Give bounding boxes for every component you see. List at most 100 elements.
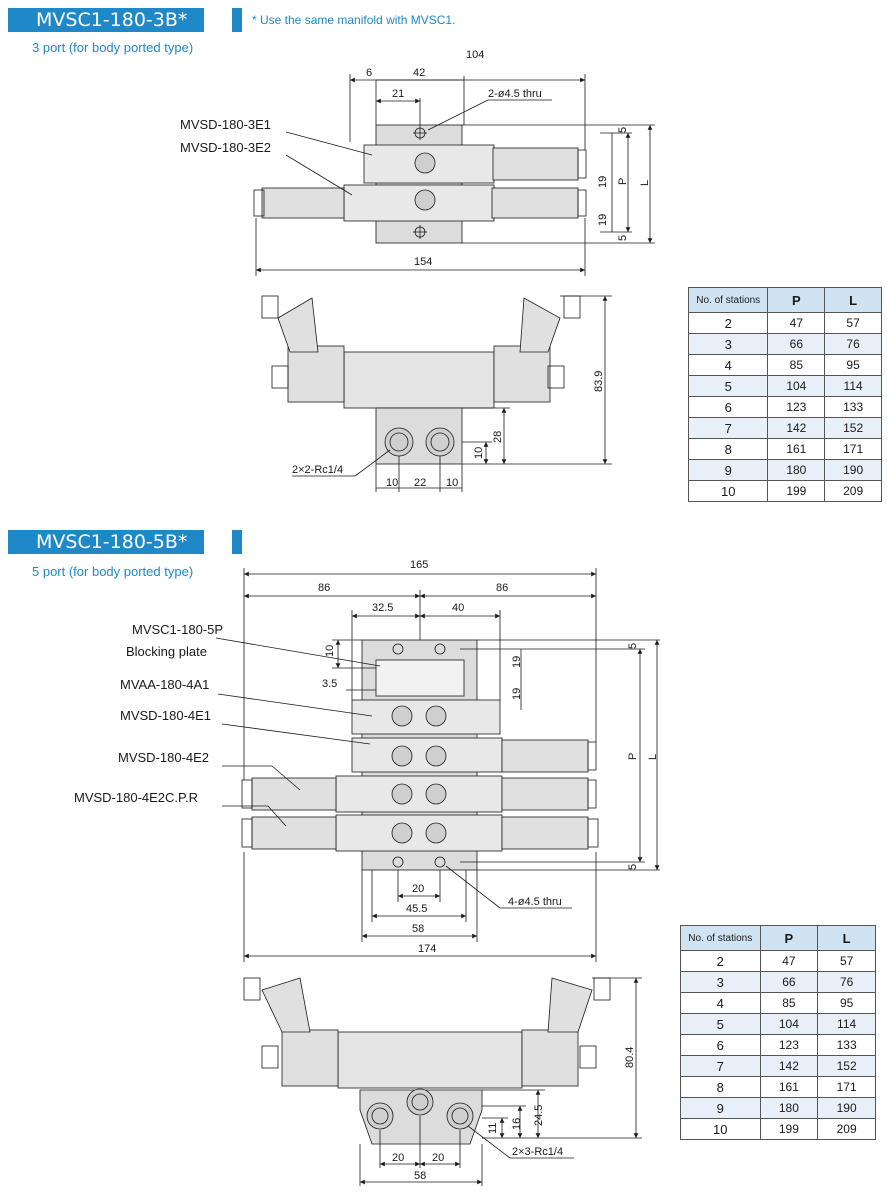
cell-stations: 4 [680,992,761,1014]
s2-dim-19b: 19 [511,688,523,700]
s1-dim-104: 104 [466,49,484,61]
cell-L: 57 [817,950,876,972]
cell-L: 95 [817,992,876,1014]
cell-P: 142 [759,1055,819,1077]
s1-dim-19a: 19 [597,176,609,188]
s2-label-part-a2: Blocking plate [126,644,207,659]
s2-dim-86a: 86 [318,582,330,594]
cell-P: 161 [759,1076,819,1098]
s1-dim-5a: 5 [617,127,629,133]
cell-stations: 10 [687,480,769,502]
section1-note: * Use the same manifold with MVSC1. [252,13,456,27]
cell-P: 66 [767,333,826,355]
s2-dim-10: 10 [324,645,336,657]
cell-P: 199 [767,480,826,502]
cell-L: 133 [817,1034,876,1056]
cell-L: 152 [817,1055,876,1077]
section1-subtitle: 3 port (for body ported type) [32,40,194,55]
s2-dim-20: 20 [412,883,424,895]
cell-L: 57 [824,312,882,334]
cell-stations: 2 [680,950,761,972]
cell-L: 114 [824,375,882,397]
s2-dim-245: 24.5 [533,1105,545,1126]
table-header-row: No. of stations P L [687,287,882,313]
s1-dim-839: 83.9 [593,371,605,392]
section2-title: MVSC1-180-5B* [8,530,204,554]
cell-P: 66 [759,971,819,993]
section2-subtitle: 5 port (for body ported type) [32,564,194,579]
s2-dim-40: 40 [452,602,464,614]
cell-P: 85 [759,992,819,1014]
table-header-row: No. of stations P L [680,925,876,951]
s2-dim-5b: 5 [627,864,639,870]
s1-top-view [253,74,655,276]
cell-L: 114 [817,1013,876,1035]
cell-L: 76 [824,333,882,355]
s2-dim-804: 80.4 [624,1047,636,1068]
s1-dim-L: L [639,180,651,186]
s2-label-part-c: MVSD-180-4E1 [120,708,211,723]
col-header-L: L [817,925,876,951]
s2-label-hole: 4-ø4.5 thru [508,896,562,908]
s2-dim-165: 165 [410,559,428,571]
cell-L: 152 [824,417,882,439]
s2-label-part-e: MVSD-180-4E2C.P.R [74,790,198,805]
cell-P: 47 [767,312,826,334]
cell-L: 95 [824,354,882,376]
cell-P: 180 [767,459,826,481]
s1-dim-42: 42 [413,67,425,79]
cell-stations: 7 [687,417,769,439]
cell-stations: 6 [687,396,769,418]
cell-L: 209 [817,1118,876,1140]
s1-dim-22: 22 [414,477,426,489]
s1-dim-154: 154 [414,256,432,268]
s2-side-view [243,977,642,1186]
s2-dim-16: 16 [511,1118,523,1130]
cell-L: 171 [817,1076,876,1098]
s1-dim-19b: 19 [597,214,609,226]
s1-dim-10b: 10 [446,477,458,489]
s2-label-ports: 2×3-Rc1/4 [512,1146,563,1158]
s2-dim-20a: 20 [392,1152,404,1164]
cell-P: 123 [759,1034,819,1056]
s2-dim-5a: 5 [627,643,639,649]
cell-P: 123 [767,396,826,418]
cell-stations: 3 [680,971,761,993]
cell-P: 142 [767,417,826,439]
s1-dim-5b: 5 [617,235,629,241]
cell-P: 104 [759,1013,819,1035]
s2-dim-58: 58 [412,923,424,935]
s2-dim-58b: 58 [414,1170,426,1182]
s2-label-part-d: MVSD-180-4E2 [118,750,209,765]
cell-P: 180 [759,1097,819,1119]
s2-dim-174: 174 [418,943,436,955]
s2-dim-P: P [627,753,639,760]
s2-dim-20b: 20 [432,1152,444,1164]
s1-side-view [261,295,612,492]
s2-top-view [215,568,660,962]
cell-L: 76 [817,971,876,993]
s2-dim-455: 45.5 [406,903,427,915]
s2-labels: MVSC1-180-5P Blocking plate MVAA-180-4A1… [74,559,659,1182]
cell-L: 133 [824,396,882,418]
cell-L: 190 [824,459,882,481]
cell-P: 161 [767,438,826,460]
s1-dim-21: 21 [392,88,404,100]
cell-P: 104 [767,375,826,397]
col-header-P: P [767,287,826,313]
s1-label-part-a: MVSD-180-3E1 [180,117,271,132]
cell-L: 171 [824,438,882,460]
